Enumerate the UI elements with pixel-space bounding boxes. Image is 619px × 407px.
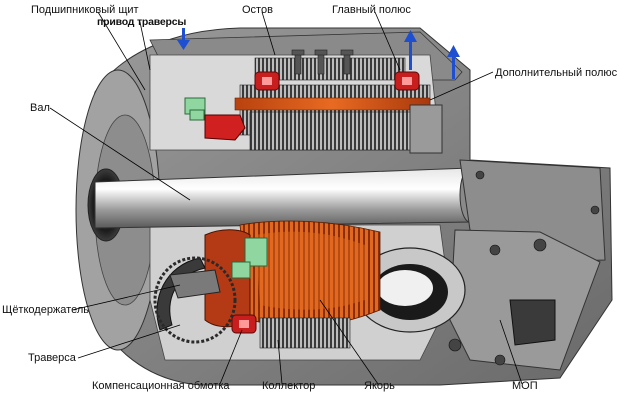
brush-holder-bottom <box>169 269 221 299</box>
label-traverse: Траверса <box>28 352 76 364</box>
leader-lines <box>49 11 523 385</box>
traverse-gear <box>156 257 206 331</box>
label-bearing-shield: Подшипниковый щит <box>31 4 139 16</box>
label-shaft: Вал <box>30 102 50 114</box>
label-main-pole: Главный полюс <box>332 4 411 16</box>
label-additional-pole: Дополнительный полюс <box>495 67 618 79</box>
stator-laminations-bottom <box>259 317 351 349</box>
additional-pole-bar <box>234 97 431 111</box>
traverse-ring <box>153 256 237 344</box>
label-traverse-drive: привод траверсы <box>97 16 187 28</box>
arrow-up-icon <box>404 30 460 79</box>
label-mop: МОП <box>512 380 538 392</box>
label-compensation-winding: Компенсационная обмотка <box>92 380 230 392</box>
frame-bolts <box>291 49 354 75</box>
label-frame: Остов <box>242 4 273 16</box>
label-commutator: Коллектор <box>262 380 316 392</box>
label-brush-holder: Щёткодержатель <box>2 304 89 316</box>
label-armature: Якорь <box>364 380 395 392</box>
brush-holder-top <box>204 114 246 141</box>
arrow-down-icon <box>177 28 190 50</box>
